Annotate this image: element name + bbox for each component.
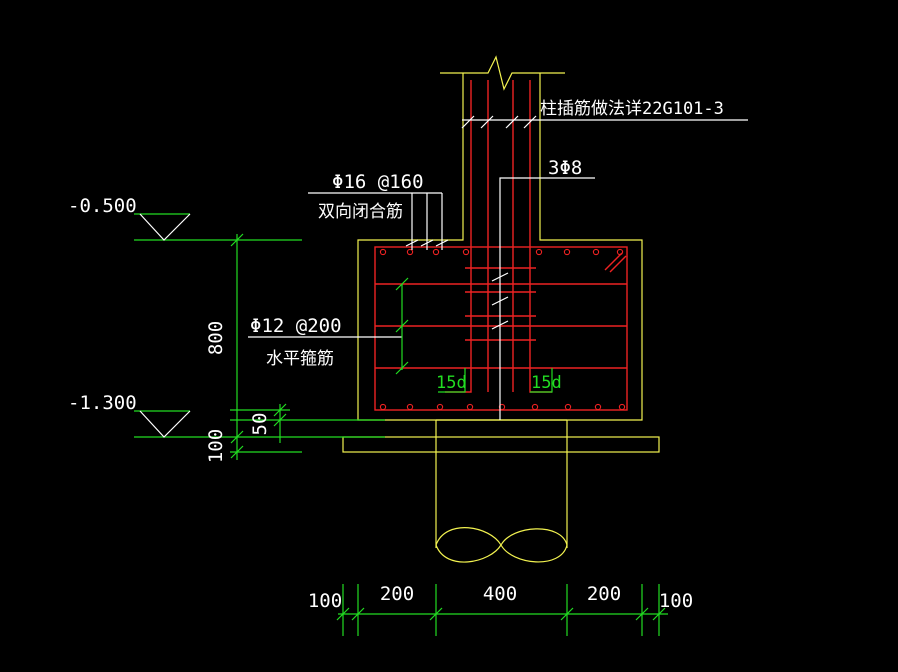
stirrup-spec: 3Φ8: [548, 157, 582, 179]
side-rebar-spec: Φ12 @200: [250, 315, 342, 337]
bottom-dimension-2: 200: [380, 583, 414, 605]
stirrup-hook: [604, 252, 623, 271]
pile-outline: [435, 419, 568, 548]
bottom-dimension-5: 100: [659, 590, 693, 612]
top-rebar-description: 双向闭合筋: [318, 202, 403, 222]
elevation-label-bottom: -1.300: [68, 392, 137, 414]
stirrup-leader: [499, 177, 595, 420]
dimension-800: 800: [205, 321, 227, 355]
elevation-markers: [139, 213, 191, 438]
dimension-lines: [134, 213, 668, 636]
cushion-layer: [342, 436, 660, 453]
top-rebar-spec: Φ16 @160: [332, 171, 424, 193]
side-rebar-description: 水平箍筋: [266, 349, 334, 369]
column-dowel: [529, 80, 552, 393]
column-break-line: [440, 55, 565, 91]
dimension-100-vertical: 100: [205, 429, 227, 463]
elevation-marker-icon: [139, 410, 191, 438]
bottom-dimension-4: 200: [587, 583, 621, 605]
concrete-outline: [342, 55, 660, 563]
leader-lines: [248, 115, 748, 420]
elevation-marker-icon: [139, 213, 191, 241]
column-note: 柱插筋做法详22G101-3: [540, 99, 724, 119]
anchor-length-left: 15d: [436, 373, 467, 393]
anchor-length-right: 15d: [531, 373, 562, 393]
cap-stirrup: [374, 246, 628, 411]
rebar-cage: [374, 80, 628, 411]
column-dowel: [445, 80, 472, 393]
bottom-dimension-1: 100: [308, 590, 342, 612]
pile-break-curve: [435, 527, 568, 563]
stirrup-hook: [609, 255, 627, 273]
dimension-50: 50: [249, 413, 271, 436]
rebar-dots: [379, 248, 626, 411]
elevation-label-top: -0.500: [68, 195, 137, 217]
bottom-dimension-3: 400: [483, 583, 517, 605]
